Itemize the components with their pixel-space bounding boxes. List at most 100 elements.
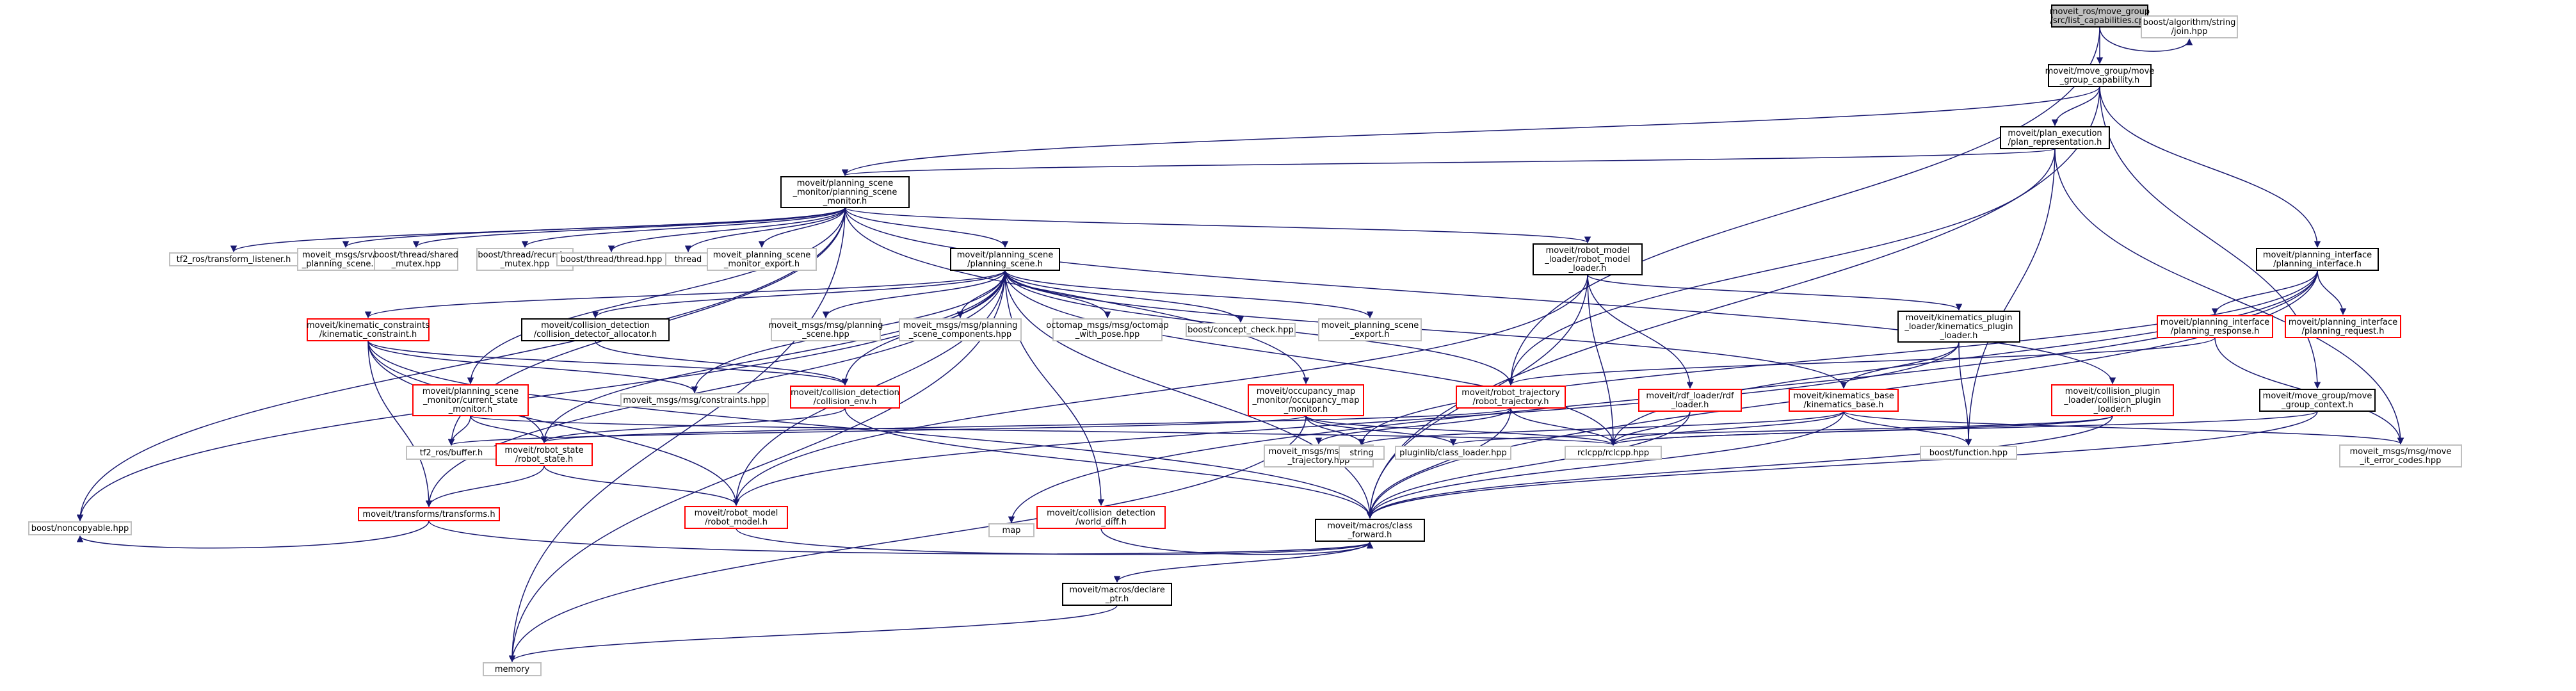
node-box: [988, 523, 1034, 537]
node-label-line: moveit/robot_model: [695, 508, 778, 518]
edge-kc-to-msg_constr: [367, 340, 698, 394]
node-psm-cs[interactable]: moveit/planning_scene_monitor/current_st…: [412, 384, 529, 416]
node-mg-cap[interactable]: moveit/move_group/move_group_capability.…: [2045, 64, 2155, 87]
edge-psm-to-bt_thread: [608, 207, 846, 253]
node-label-line: moveit/move_group/move: [2263, 391, 2372, 401]
node-box: [495, 443, 593, 466]
node-box: [1062, 583, 1172, 606]
node-label-line: moveit/planning_scene: [957, 250, 1053, 260]
node-box: [780, 176, 910, 208]
node-label-line: moveit/robot_model: [1546, 246, 1630, 256]
node-mdp[interactable]: moveit/macros/declare_ptr.h: [1062, 583, 1172, 606]
node-cd-alloc[interactable]: moveit/collision_detection/collision_det…: [521, 318, 670, 341]
node-rm[interactable]: moveit/robot_model/robot_model.h: [684, 506, 788, 529]
edge-transforms-to-mcf: [428, 520, 1373, 555]
node-pi-resp[interactable]: moveit/planning_interface/planning_respo…: [2157, 315, 2273, 338]
edge-line: [521, 207, 846, 248]
edge-line: [467, 207, 846, 385]
node-noncopy: boost/noncopyable.hpp: [28, 521, 132, 535]
node-kc[interactable]: moveit/kinematic_constraints/kinematic_c…: [307, 318, 430, 341]
edge-transforms-to-noncopy: [76, 520, 430, 549]
node-cpl[interactable]: moveit/collision_plugin_loader/collision…: [2051, 384, 2174, 416]
edge-line: [2211, 270, 2318, 316]
node-cd-env[interactable]: moveit/collision_detection/collision_env…: [790, 386, 900, 409]
node-rml[interactable]: moveit/robot_model_loader/robot_model_lo…: [1533, 243, 1643, 275]
node-kpl[interactable]: moveit/kinematics_plugin_loader/kinemati…: [1897, 311, 2020, 343]
node-boost-join: boost/algorithm/string/join.hpp: [2141, 15, 2238, 38]
edge-line: [1587, 274, 1617, 446]
node-psm[interactable]: moveit/planning_scene_monitor/planning_s…: [780, 176, 910, 208]
edge-rdf-to-mcf: [1366, 411, 1691, 519]
edge-ps-to-ps_export: [1004, 270, 1374, 319]
node-label-line: boost/thread/recursive: [478, 250, 572, 260]
node-label-line: _planning_scene.hpp: [302, 259, 389, 269]
node-transforms[interactable]: moveit/transforms/transforms.h: [358, 507, 500, 521]
node-label-line: moveit/move_group/move: [2045, 67, 2155, 76]
edge-line: [2099, 86, 2321, 248]
node-box: [899, 318, 1022, 341]
edge-line: [608, 207, 846, 253]
node-label-line: /planning_response.h: [2171, 327, 2260, 336]
node-label-line: _scene.hpp: [801, 330, 849, 339]
edge-line: [540, 270, 1006, 444]
node-box: [1456, 386, 1566, 409]
edge-line: [2051, 86, 2100, 127]
edge-ps-to-cd_wd: [1004, 270, 1105, 507]
edge-pi_resp-to-rt: [1508, 337, 2216, 386]
node-label-line: _it_error_codes.hpp: [2360, 456, 2442, 466]
edge-line: [1358, 411, 1844, 446]
node-mg-ctx[interactable]: moveit/move_group/move_group_context.h: [2259, 389, 2376, 412]
node-mcf[interactable]: moveit/macros/class_forward.h: [1315, 519, 1425, 542]
node-box: [2259, 389, 2376, 412]
node-label-line: _trajectory.hpp: [1287, 456, 1350, 466]
node-pi-pi[interactable]: moveit/planning_interface/planning_inter…: [2256, 248, 2379, 271]
edge-line: [1004, 270, 1374, 519]
node-ps[interactable]: moveit/planning_scene/planning_scene.h: [950, 248, 1060, 271]
edge-psm-to-occ: [844, 207, 1310, 385]
node-label-line: moveit_msgs/msg/move: [2350, 447, 2452, 457]
edge-layer: [76, 26, 2404, 663]
node-octomap: octomap_msgs/msg/octomap_with_pose.hpp: [1046, 318, 1169, 341]
node-label-line: _mutex.hpp: [391, 259, 441, 269]
edge-line: [230, 207, 846, 253]
node-label-line: moveit/planning_scene: [423, 387, 519, 396]
edge-mcf-to-mdp: [1113, 541, 1371, 583]
node-root[interactable]: moveit_ros/move_group/src/list_capabilit…: [2050, 4, 2150, 28]
node-occ[interactable]: moveit/occupancy_map_monitor/occupancy_m…: [1248, 384, 1364, 416]
edge-line: [844, 207, 2116, 385]
node-rdf[interactable]: moveit/rdf_loader/rdf_loader.h: [1638, 389, 1742, 412]
node-pi-req[interactable]: moveit/planning_interface/planning_reque…: [2285, 315, 2401, 338]
node-box: [707, 248, 817, 271]
node-box: [1638, 389, 1742, 412]
edge-line: [844, 207, 1591, 244]
edge-line: [428, 520, 1373, 555]
node-label-line: /world_diff.h: [1075, 517, 1127, 527]
edge-cpl-to-pluginlib: [1450, 415, 2113, 446]
edge-line: [1366, 411, 1844, 519]
node-label-line: moveit/planning_scene: [797, 179, 893, 188]
node-boost-func: boost/function.hpp: [1920, 446, 2017, 460]
node-cd-wd[interactable]: moveit/collision_detection/world_diff.h: [1036, 506, 1166, 529]
node-box: [1565, 446, 1662, 460]
edge-psm_cs-to-rclcpp: [470, 415, 1616, 446]
node-box: [2000, 126, 2110, 149]
node-plan-exec[interactable]: moveit/plan_execution/plan_representatio…: [2000, 126, 2110, 149]
node-label-line: moveit/kinematics_plugin: [1906, 313, 2013, 323]
node-label-line: moveit/robot_trajectory: [1461, 388, 1560, 398]
node-msg-err: moveit_msgs/msg/move_it_error_codes.hpp: [2339, 444, 2462, 467]
node-thread: thread: [665, 252, 711, 266]
edge-line: [1508, 337, 2216, 386]
edge-line: [365, 270, 1006, 319]
edge-rt-to-rclcpp: [1510, 407, 1617, 446]
node-rt[interactable]: moveit/robot_trajectory/robot_trajectory…: [1456, 386, 1566, 409]
node-box: [620, 393, 769, 407]
node-kb[interactable]: moveit/kinematics_base/kinematics_base.h: [1789, 389, 1899, 412]
node-label-line: _loader/collision_plugin: [2063, 396, 2161, 405]
node-label-line: /robot_trajectory.h: [1473, 397, 1549, 407]
node-msg-ps: moveit_msgs/msg/planning_scene.hpp: [769, 318, 883, 341]
edge-line: [367, 340, 698, 394]
node-label-line: octomap_msgs/msg/octomap: [1046, 321, 1168, 330]
node-concept: boost/concept_check.hpp: [1186, 323, 1296, 337]
edge-line: [1113, 541, 1371, 583]
node-rs[interactable]: moveit/robot_state/robot_state.h: [495, 443, 593, 466]
